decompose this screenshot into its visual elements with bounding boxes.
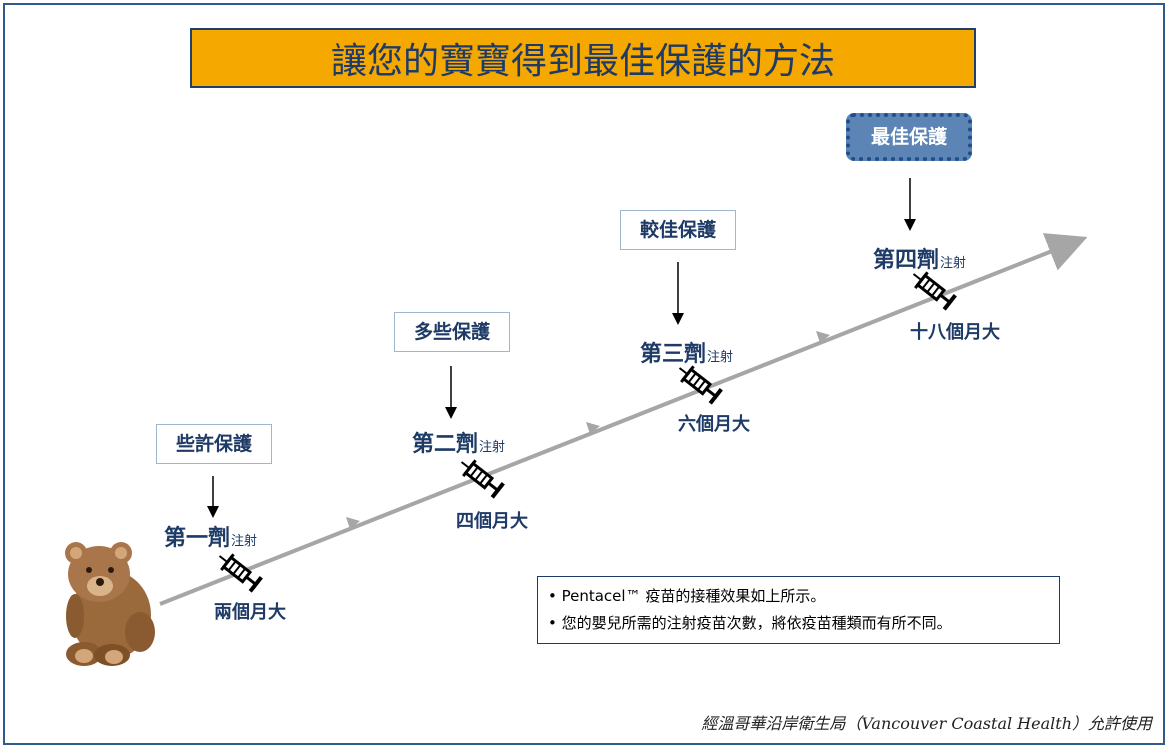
timeline-midpoint-arrows — [346, 331, 830, 529]
info-box: • Pentacel™ 疫苗的接種效果如上所示。 • 您的嬰兒所需的注射疫苗次數… — [537, 576, 1060, 644]
credit-text: 經溫哥華沿岸衛生局（Vancouver Coastal Health）允許使用 — [701, 714, 1152, 733]
age-label-3: 六個月大 — [678, 414, 750, 435]
age-label-2: 四個月大 — [456, 511, 528, 532]
teddy-bear-icon — [65, 542, 155, 666]
syringe-icon — [453, 452, 506, 501]
dose-label-1: 第一劑注射 — [164, 526, 258, 551]
protection-label-2: 多些保護 — [394, 312, 510, 352]
dose-label-4: 第四劑注射 — [873, 248, 967, 273]
timeline-arrow — [159, 233, 1088, 606]
dose-label-3: 第三劑注射 — [640, 342, 734, 367]
info-note-2: • 您的嬰兒所需的注射疫苗次數，將依疫苗種類而有所不同。 — [548, 614, 952, 632]
page-title: 讓您的寶寶得到最佳保護的方法 — [190, 28, 976, 88]
best-protection-label: 最佳保護 — [846, 113, 972, 161]
syringe-icon — [211, 546, 264, 595]
info-note-1: • Pentacel™ 疫苗的接種效果如上所示。 — [548, 587, 826, 605]
age-label-4: 十八個月大 — [910, 322, 1000, 343]
age-label-1: 兩個月大 — [214, 602, 286, 623]
protection-label-3: 較佳保護 — [620, 210, 736, 250]
protection-label-1: 些許保護 — [156, 424, 272, 464]
dose-label-2: 第二劑注射 — [412, 432, 506, 457]
page-frame — [3, 3, 1165, 745]
